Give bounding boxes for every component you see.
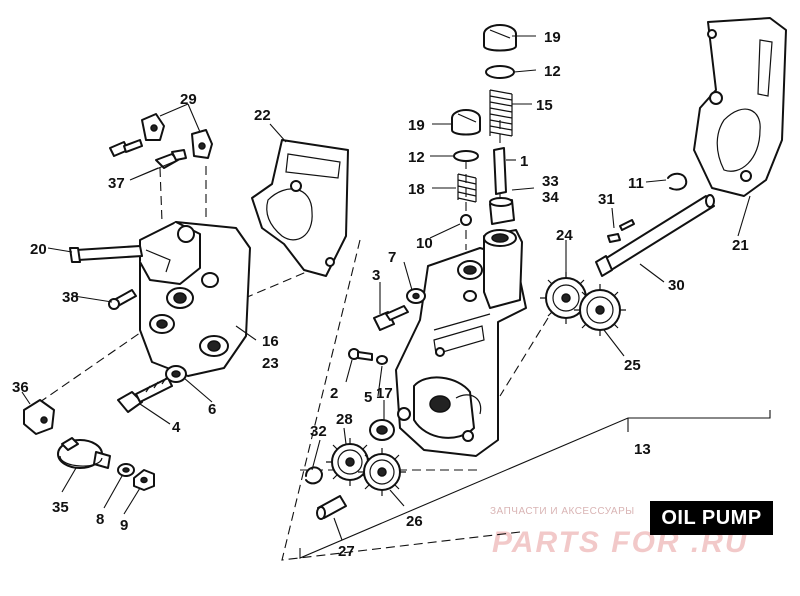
long-bolt-20	[69, 245, 143, 263]
callout-24: 24	[556, 227, 573, 244]
callout-labels: 19 12 15 19 12 1 18 33 34 10 7 3 2 5 17 …	[12, 29, 749, 560]
ball-10	[460, 214, 472, 226]
callout-37: 37	[108, 175, 125, 192]
callout-19-upper: 19	[544, 29, 561, 46]
plug-19-upper	[483, 24, 517, 52]
callout-28: 28	[336, 411, 353, 428]
callout-18: 18	[408, 181, 425, 198]
fitting-36	[23, 399, 55, 435]
screw-2	[348, 348, 373, 361]
gear-25	[574, 284, 626, 336]
pump-body-13	[395, 229, 527, 457]
callout-4: 4	[172, 419, 181, 436]
callout-25: 25	[624, 357, 641, 374]
washer-7	[406, 288, 426, 304]
diagram-title: OIL PUMP	[650, 501, 773, 535]
callout-2: 2	[330, 385, 338, 402]
callout-12-lower: 12	[408, 149, 425, 166]
washer-6	[165, 365, 187, 383]
callout-30: 30	[668, 277, 685, 294]
callout-7: 7	[388, 249, 396, 266]
callout-13: 13	[634, 441, 651, 458]
callout-36: 36	[12, 379, 29, 396]
callout-35: 35	[52, 499, 69, 516]
callout-34: 34	[542, 189, 559, 206]
callout-23: 23	[262, 355, 279, 372]
callout-20: 20	[30, 241, 47, 258]
callout-26: 26	[406, 513, 423, 530]
callout-38: 38	[62, 289, 79, 306]
retaining-clip-11	[667, 172, 688, 191]
bushing-33	[489, 197, 515, 225]
washer-5	[376, 355, 388, 365]
callout-22: 22	[254, 107, 271, 124]
gasket-22	[251, 139, 349, 277]
drive-shaft-30	[595, 194, 715, 277]
washer-8	[117, 463, 135, 477]
callout-12-upper: 12	[544, 63, 561, 80]
key-31	[607, 219, 635, 243]
callout-31: 31	[598, 191, 615, 208]
fitting-37	[109, 139, 187, 169]
elbow-fitting-29	[141, 113, 213, 159]
callout-29: 29	[180, 91, 197, 108]
callout-16: 16	[262, 333, 279, 350]
spacer-17	[369, 419, 395, 441]
watermark-small-text: ЗАПЧАСТИ И АКСЕССУАРЫ	[490, 506, 635, 517]
callout-1: 1	[520, 153, 528, 170]
callout-11: 11	[628, 175, 644, 192]
callout-17: 17	[376, 385, 393, 402]
pin-27	[316, 495, 347, 520]
callout-27: 27	[338, 543, 355, 560]
o-ring-12-upper	[485, 65, 515, 79]
screw-38	[108, 289, 137, 310]
pump-cover-16	[139, 221, 251, 377]
callout-10: 10	[416, 235, 433, 252]
spring-15	[489, 89, 513, 137]
o-ring-12-lower	[453, 150, 479, 162]
plug-19-lower	[451, 109, 481, 136]
bolt-4	[117, 377, 173, 413]
callout-21: 21	[732, 237, 749, 254]
callout-9: 9	[120, 517, 128, 534]
leader-lines	[21, 35, 751, 541]
pin-1	[493, 147, 507, 195]
nut-9	[133, 469, 155, 491]
callout-5: 5	[364, 389, 372, 406]
callout-6: 6	[208, 401, 216, 418]
callout-19-lower: 19	[408, 117, 425, 134]
bolt-3	[373, 305, 409, 331]
callout-32: 32	[310, 423, 327, 440]
gasket-21	[693, 17, 787, 197]
gear-26	[358, 448, 406, 496]
callout-8: 8	[96, 511, 104, 528]
spring-18	[457, 173, 477, 203]
callout-33: 33	[542, 173, 559, 190]
gear-24	[540, 272, 592, 324]
callout-15: 15	[536, 97, 553, 114]
pressure-switch-35	[57, 437, 111, 469]
callout-3: 3	[372, 267, 380, 284]
retaining-clip-32	[305, 466, 323, 485]
